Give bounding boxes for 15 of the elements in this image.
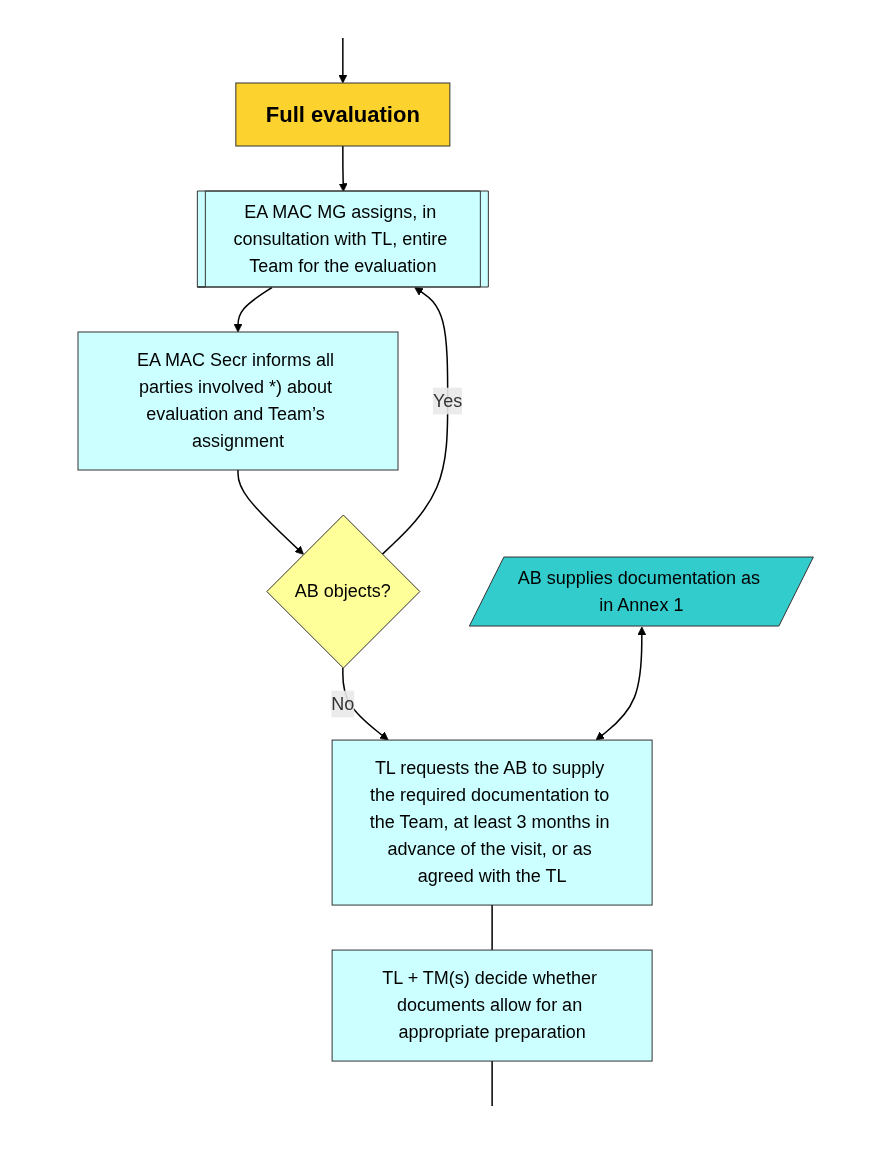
node-diamond: AB objects? bbox=[266, 514, 421, 669]
node-box: TL requests the AB to supply the required documentation to the Team, at least 3 months in advance of the visit, or as agreed with the TL bbox=[331, 739, 653, 906]
node-box: EA MAC Secr informs all parties involved *) about evaluation and Team’s assignment bbox=[77, 331, 399, 471]
node-box: Full evaluation bbox=[235, 82, 451, 147]
arrow bbox=[381, 287, 449, 556]
connector bbox=[491, 904, 494, 951]
edge-label: No bbox=[331, 693, 355, 714]
connector bbox=[491, 1060, 494, 1107]
arrow bbox=[338, 37, 348, 84]
node-box: TL + TM(s) decide whether documents allow for an appropriate preparation bbox=[331, 949, 653, 1062]
arrow bbox=[237, 469, 305, 555]
arrow bbox=[339, 145, 348, 192]
edge-label: Yes bbox=[433, 390, 463, 411]
arrow bbox=[233, 286, 273, 333]
arrow bbox=[595, 626, 647, 741]
